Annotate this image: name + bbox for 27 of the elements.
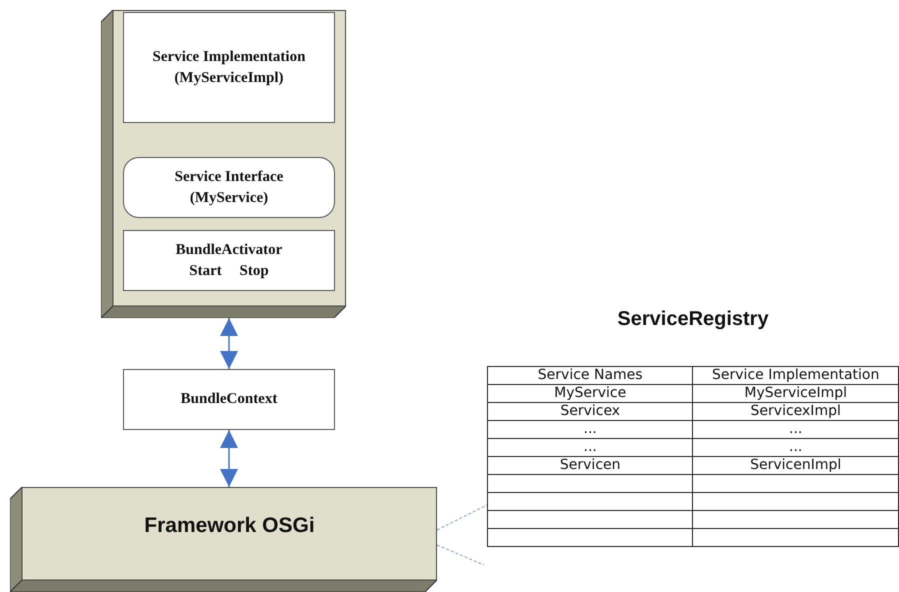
table-cell: MyService bbox=[488, 384, 693, 402]
table-cell: Servicex bbox=[488, 402, 693, 420]
connector-line bbox=[436, 544, 484, 566]
box-title: BundleContext bbox=[180, 390, 278, 409]
framework-label: Framework OSGi bbox=[143, 514, 316, 538]
activator-box bbox=[123, 230, 335, 291]
interface-box bbox=[123, 157, 335, 218]
box-subtitle: Start Stop bbox=[189, 262, 269, 280]
table-cell: ServicenImpl bbox=[692, 456, 898, 474]
table-cell: Service Names bbox=[488, 366, 693, 384]
box-title: Service Implementation (MyServiceImpl) bbox=[152, 48, 306, 88]
table-cell: ... bbox=[488, 420, 693, 438]
box-title: BundleActivator bbox=[176, 240, 282, 260]
double-arrow bbox=[220, 318, 238, 369]
table-cell: ... bbox=[692, 420, 898, 438]
table-cell: ... bbox=[488, 438, 693, 456]
implementation-box bbox=[123, 12, 335, 123]
box-title: Service Interface (MyService) bbox=[174, 168, 284, 208]
table-cell: Servicen bbox=[488, 456, 693, 474]
table-cell: ServicexImpl bbox=[692, 402, 898, 420]
table-cell: Service Implementation bbox=[692, 366, 898, 384]
table-cell: MyServiceImpl bbox=[692, 384, 898, 402]
table-title: ServiceRegistry bbox=[616, 308, 770, 331]
context-box bbox=[123, 369, 335, 430]
double-arrow bbox=[220, 430, 238, 487]
table-cell: ... bbox=[692, 438, 898, 456]
connector-line bbox=[436, 504, 488, 530]
